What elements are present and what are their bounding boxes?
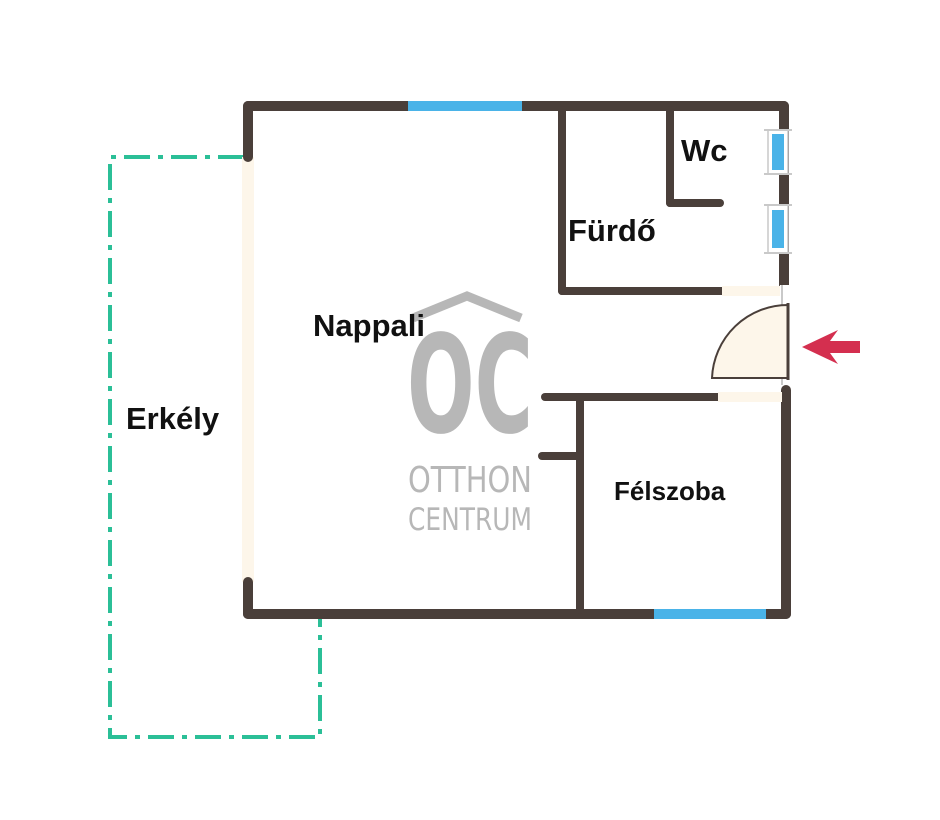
otthon-centrum-logo: OC OTTHON CENTRUM: [407, 291, 533, 538]
room-label-erkely: Erkély: [126, 401, 220, 436]
windows: [408, 101, 766, 619]
balcony-door-opening: [242, 157, 254, 582]
logo-line-2: CENTRUM: [408, 502, 532, 538]
balcony-outline: [108, 155, 322, 739]
window-living-room: [408, 101, 522, 111]
logo-line-1: OTTHON: [408, 460, 532, 501]
room-label-wc: Wc: [681, 133, 728, 168]
logo-mark: OC: [407, 307, 533, 465]
room-label-furdo: Fürdő: [568, 213, 656, 248]
interior-walls: [538, 106, 726, 614]
room-label-nappali: Nappali: [313, 308, 425, 343]
room-label-felszoba: Félszoba: [614, 476, 726, 506]
door-swing-icon: [710, 285, 792, 385]
entrance-arrow-icon: [802, 330, 860, 364]
logo-roof-icon: [411, 291, 523, 323]
bathroom-door-opening: [722, 286, 782, 296]
side-window-bathroom: [764, 204, 792, 254]
window-half-room: [654, 609, 766, 619]
side-window-wc: [764, 129, 792, 175]
half-room-door-opening: [718, 392, 782, 402]
